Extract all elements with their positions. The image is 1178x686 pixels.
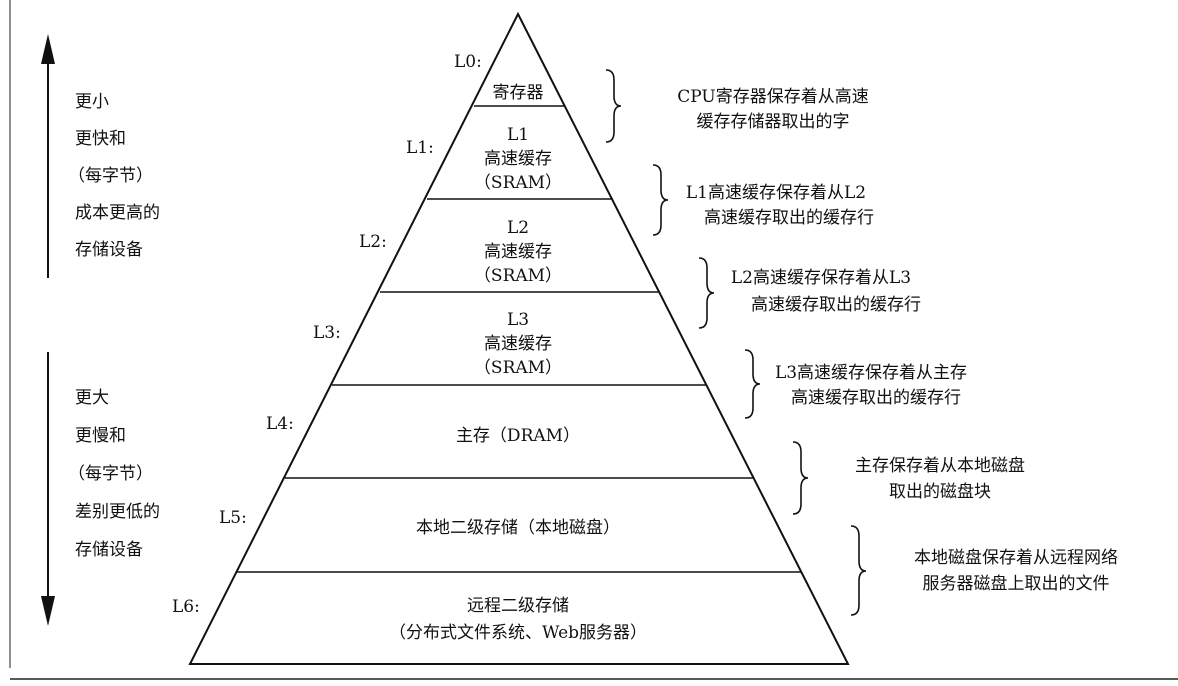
level-tag-l4: L4: bbox=[266, 414, 294, 434]
note-l1-line: L1高速缓存保存着从L2 bbox=[686, 183, 866, 203]
brace-icon bbox=[744, 349, 761, 419]
level-tag-l1: L1: bbox=[406, 138, 434, 158]
bottom-side-line: （每字节） bbox=[68, 464, 153, 484]
level-tag-l5: L5: bbox=[219, 508, 247, 528]
top-side-line: 成本更高的 bbox=[75, 203, 160, 223]
pyramid-outline bbox=[188, 11, 850, 665]
level-tags: L0: L1: L2: L3: L4: L5: L6: bbox=[172, 52, 482, 617]
level-l2-line: L2 bbox=[507, 218, 529, 238]
brace-icon bbox=[652, 164, 669, 236]
brace-icons bbox=[605, 69, 867, 616]
note-l1-line: 高速缓存取出的缓存行 bbox=[704, 208, 874, 228]
level-l3-line: L3 bbox=[507, 310, 529, 330]
level-l6-line: （分布式文件系统、Web服务器） bbox=[389, 623, 647, 643]
top-side-line: 更快和 bbox=[75, 129, 126, 149]
top-side-line: 更小 bbox=[75, 92, 109, 112]
bottom-side-line: 存储设备 bbox=[75, 540, 143, 560]
up-arrow-icon bbox=[41, 34, 55, 278]
level-tag-l6: L6: bbox=[172, 597, 200, 617]
level-tag-l0: L0: bbox=[454, 52, 482, 72]
bottom-side-line: 更慢和 bbox=[75, 425, 126, 446]
note-l0-line: CPU寄存器保存着从高速 bbox=[677, 87, 868, 107]
level-l1-line: （SRAM） bbox=[474, 173, 562, 193]
level-tag-l2: L2: bbox=[359, 232, 387, 252]
bottom-side-line: 更大 bbox=[75, 388, 109, 408]
level-contents: 寄存器 L1 高速缓存 （SRAM） L2 高速缓存 （SRAM） L3 高速缓… bbox=[389, 83, 647, 643]
level-l1-line: 高速缓存 bbox=[484, 149, 552, 169]
brace-icon bbox=[792, 441, 809, 515]
level-tag-l3: L3: bbox=[313, 323, 341, 343]
note-l4-line: 取出的磁盘块 bbox=[889, 482, 991, 502]
note-l2-line: 高速缓存取出的缓存行 bbox=[751, 295, 921, 315]
note-l5-line: 本地磁盘保存着从远程网络 bbox=[914, 548, 1118, 568]
level-l6-line: 远程二级存储 bbox=[467, 596, 569, 616]
note-l5-line: 服务器磁盘上取出的文件 bbox=[923, 574, 1110, 594]
level-l2-line: （SRAM） bbox=[474, 266, 562, 286]
level-l3-line: 高速缓存 bbox=[484, 334, 552, 354]
brace-icon bbox=[850, 525, 867, 616]
level-l5-line: 本地二级存储（本地磁盘） bbox=[416, 518, 620, 538]
level-l4-line: 主存（DRAM） bbox=[456, 426, 580, 446]
note-l3-line: 高速缓存取出的缓存行 bbox=[791, 388, 961, 408]
top-side-line: 存储设备 bbox=[75, 240, 143, 260]
level-l3-line: （SRAM） bbox=[474, 358, 562, 378]
brace-icon bbox=[605, 69, 622, 143]
top-side-line: （每字节） bbox=[68, 166, 153, 186]
level-notes: CPU寄存器保存着从高速 缓存存储器取出的字 L1高速缓存保存着从L2 高速缓存… bbox=[677, 87, 1118, 594]
top-side-label: 更小 更快和 （每字节） 成本更高的 存储设备 bbox=[68, 92, 160, 260]
brace-icon bbox=[698, 257, 715, 329]
level-l2-line: 高速缓存 bbox=[484, 242, 552, 262]
note-l0-line: 缓存存储器取出的字 bbox=[697, 112, 850, 132]
bottom-side-line: 差别更低的 bbox=[75, 502, 160, 522]
note-l2-line: L2高速缓存保存着从L3 bbox=[731, 268, 911, 288]
note-l3-line: L3高速缓存保存着从主存 bbox=[775, 363, 967, 383]
level-l0-line: 寄存器 bbox=[493, 83, 544, 103]
bottom-side-label: 更大 更慢和 （每字节） 差别更低的 存储设备 bbox=[68, 388, 160, 560]
note-l4-line: 主存保存着从本地磁盘 bbox=[855, 456, 1025, 476]
level-dividers bbox=[237, 105, 801, 573]
down-arrow-icon bbox=[41, 352, 55, 626]
level-l1-line: L1 bbox=[507, 125, 529, 145]
